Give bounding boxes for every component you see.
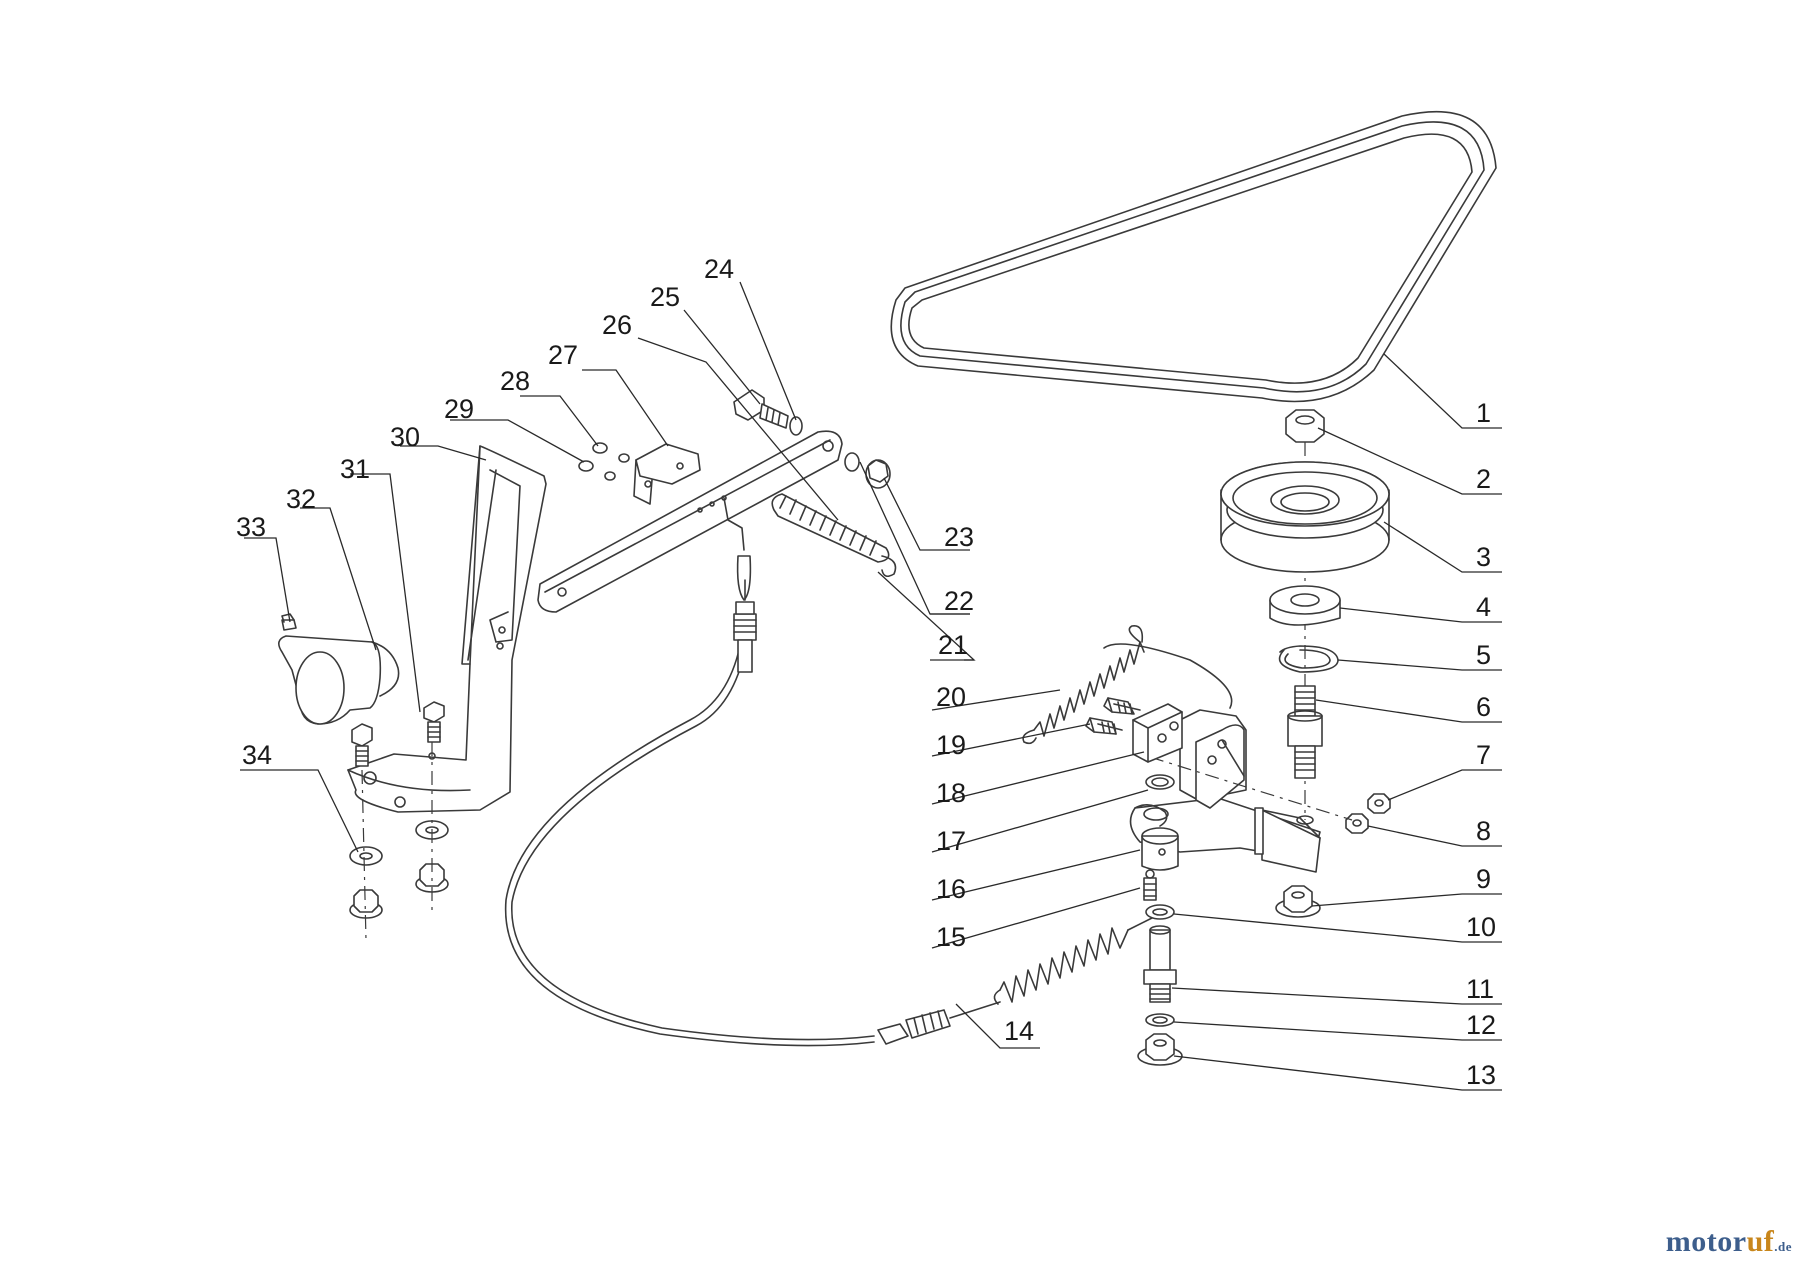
shoulder-bolt: [733, 389, 789, 429]
brand-text-2: uf: [1746, 1225, 1775, 1258]
bolt-left: [351, 723, 373, 767]
callout-33: 33: [236, 512, 266, 542]
brand-text-3: .de: [1774, 1239, 1792, 1254]
flange-nut-13: [1137, 1033, 1183, 1066]
brand-text-1: motor: [1665, 1225, 1747, 1258]
callout-15: 15: [936, 922, 966, 952]
callout-34: 34: [242, 740, 272, 770]
callout-labels: 1 2 3 4 5 6 7 8 9 10 11 12 13 14 15 16 1…: [236, 254, 1496, 1090]
lower-shaft: [1143, 925, 1177, 1003]
callout-19: 19: [936, 730, 966, 760]
callout-20: 20: [936, 682, 966, 712]
callout-31: 31: [340, 454, 370, 484]
callout-25: 25: [650, 282, 680, 312]
grease-fitting: [1143, 869, 1157, 901]
callout-24: 24: [704, 254, 734, 284]
nut-34b: [415, 863, 449, 893]
callout-12: 12: [1466, 1010, 1496, 1040]
callout-30: 30: [390, 422, 420, 452]
flange-nut-9: [1275, 885, 1321, 918]
flange-nut-23: [865, 459, 891, 489]
callout-2: 2: [1476, 464, 1491, 494]
callout-18: 18: [936, 778, 966, 808]
callout-leaders: [240, 281, 1502, 1091]
callout-8: 8: [1476, 816, 1491, 846]
callout-32: 32: [286, 484, 316, 514]
control-cable: [504, 645, 1153, 1047]
callout-7: 7: [1476, 740, 1491, 770]
callout-4: 4: [1476, 592, 1491, 622]
nut-34: [349, 889, 383, 919]
pulley-nut: [1285, 409, 1325, 443]
callout-16: 16: [936, 874, 966, 904]
bracket-block: [1132, 703, 1183, 763]
small-nut-8: [1345, 813, 1369, 834]
callout-27: 27: [548, 340, 578, 370]
pulley-shaft: [1287, 685, 1323, 779]
pulley: [1220, 461, 1390, 573]
bearing: [1269, 585, 1341, 626]
callout-29: 29: [444, 394, 474, 424]
callout-6: 6: [1476, 692, 1491, 722]
small-nut-29: [578, 460, 616, 481]
callout-26: 26: [602, 310, 632, 340]
control-lever: [537, 430, 843, 613]
washer-34: [349, 846, 383, 866]
callout-14: 14: [1004, 1016, 1034, 1046]
pedal-knob: [278, 635, 400, 725]
bolt-19b: [1085, 717, 1123, 735]
bolt-31: [423, 701, 445, 743]
ring-24: [789, 416, 803, 436]
ring-17: [1145, 774, 1175, 790]
circlip: [1278, 645, 1339, 673]
cable-upper-fitting: [733, 579, 757, 673]
callout-17: 17: [936, 826, 966, 856]
lever-bracket: [633, 443, 701, 505]
brand-logo: motoruf.de: [1666, 1225, 1792, 1259]
spring-21: [771, 493, 897, 578]
callout-22: 22: [944, 586, 974, 616]
v-belt: [890, 110, 1497, 403]
callout-21: 21: [938, 630, 968, 660]
bolt-19a: [1103, 697, 1141, 715]
callout-10: 10: [1466, 912, 1496, 942]
washer-10: [1145, 904, 1175, 920]
callout-3: 3: [1476, 542, 1491, 572]
small-nut-28: [592, 442, 630, 463]
washer-12: [1145, 1013, 1175, 1027]
spring-20: [1022, 625, 1145, 745]
callout-13: 13: [1466, 1060, 1496, 1090]
callout-5: 5: [1476, 640, 1491, 670]
callout-28: 28: [500, 366, 530, 396]
callout-1: 1: [1476, 398, 1491, 428]
washer-22: [844, 452, 860, 472]
idler-bracket: [1103, 643, 1353, 873]
callout-23: 23: [944, 522, 974, 552]
pivot-tube: [1141, 827, 1179, 871]
small-nut-7: [1367, 793, 1391, 814]
pedal-bracket: [347, 445, 547, 813]
callout-9: 9: [1476, 864, 1491, 894]
callout-11: 11: [1466, 974, 1494, 1004]
